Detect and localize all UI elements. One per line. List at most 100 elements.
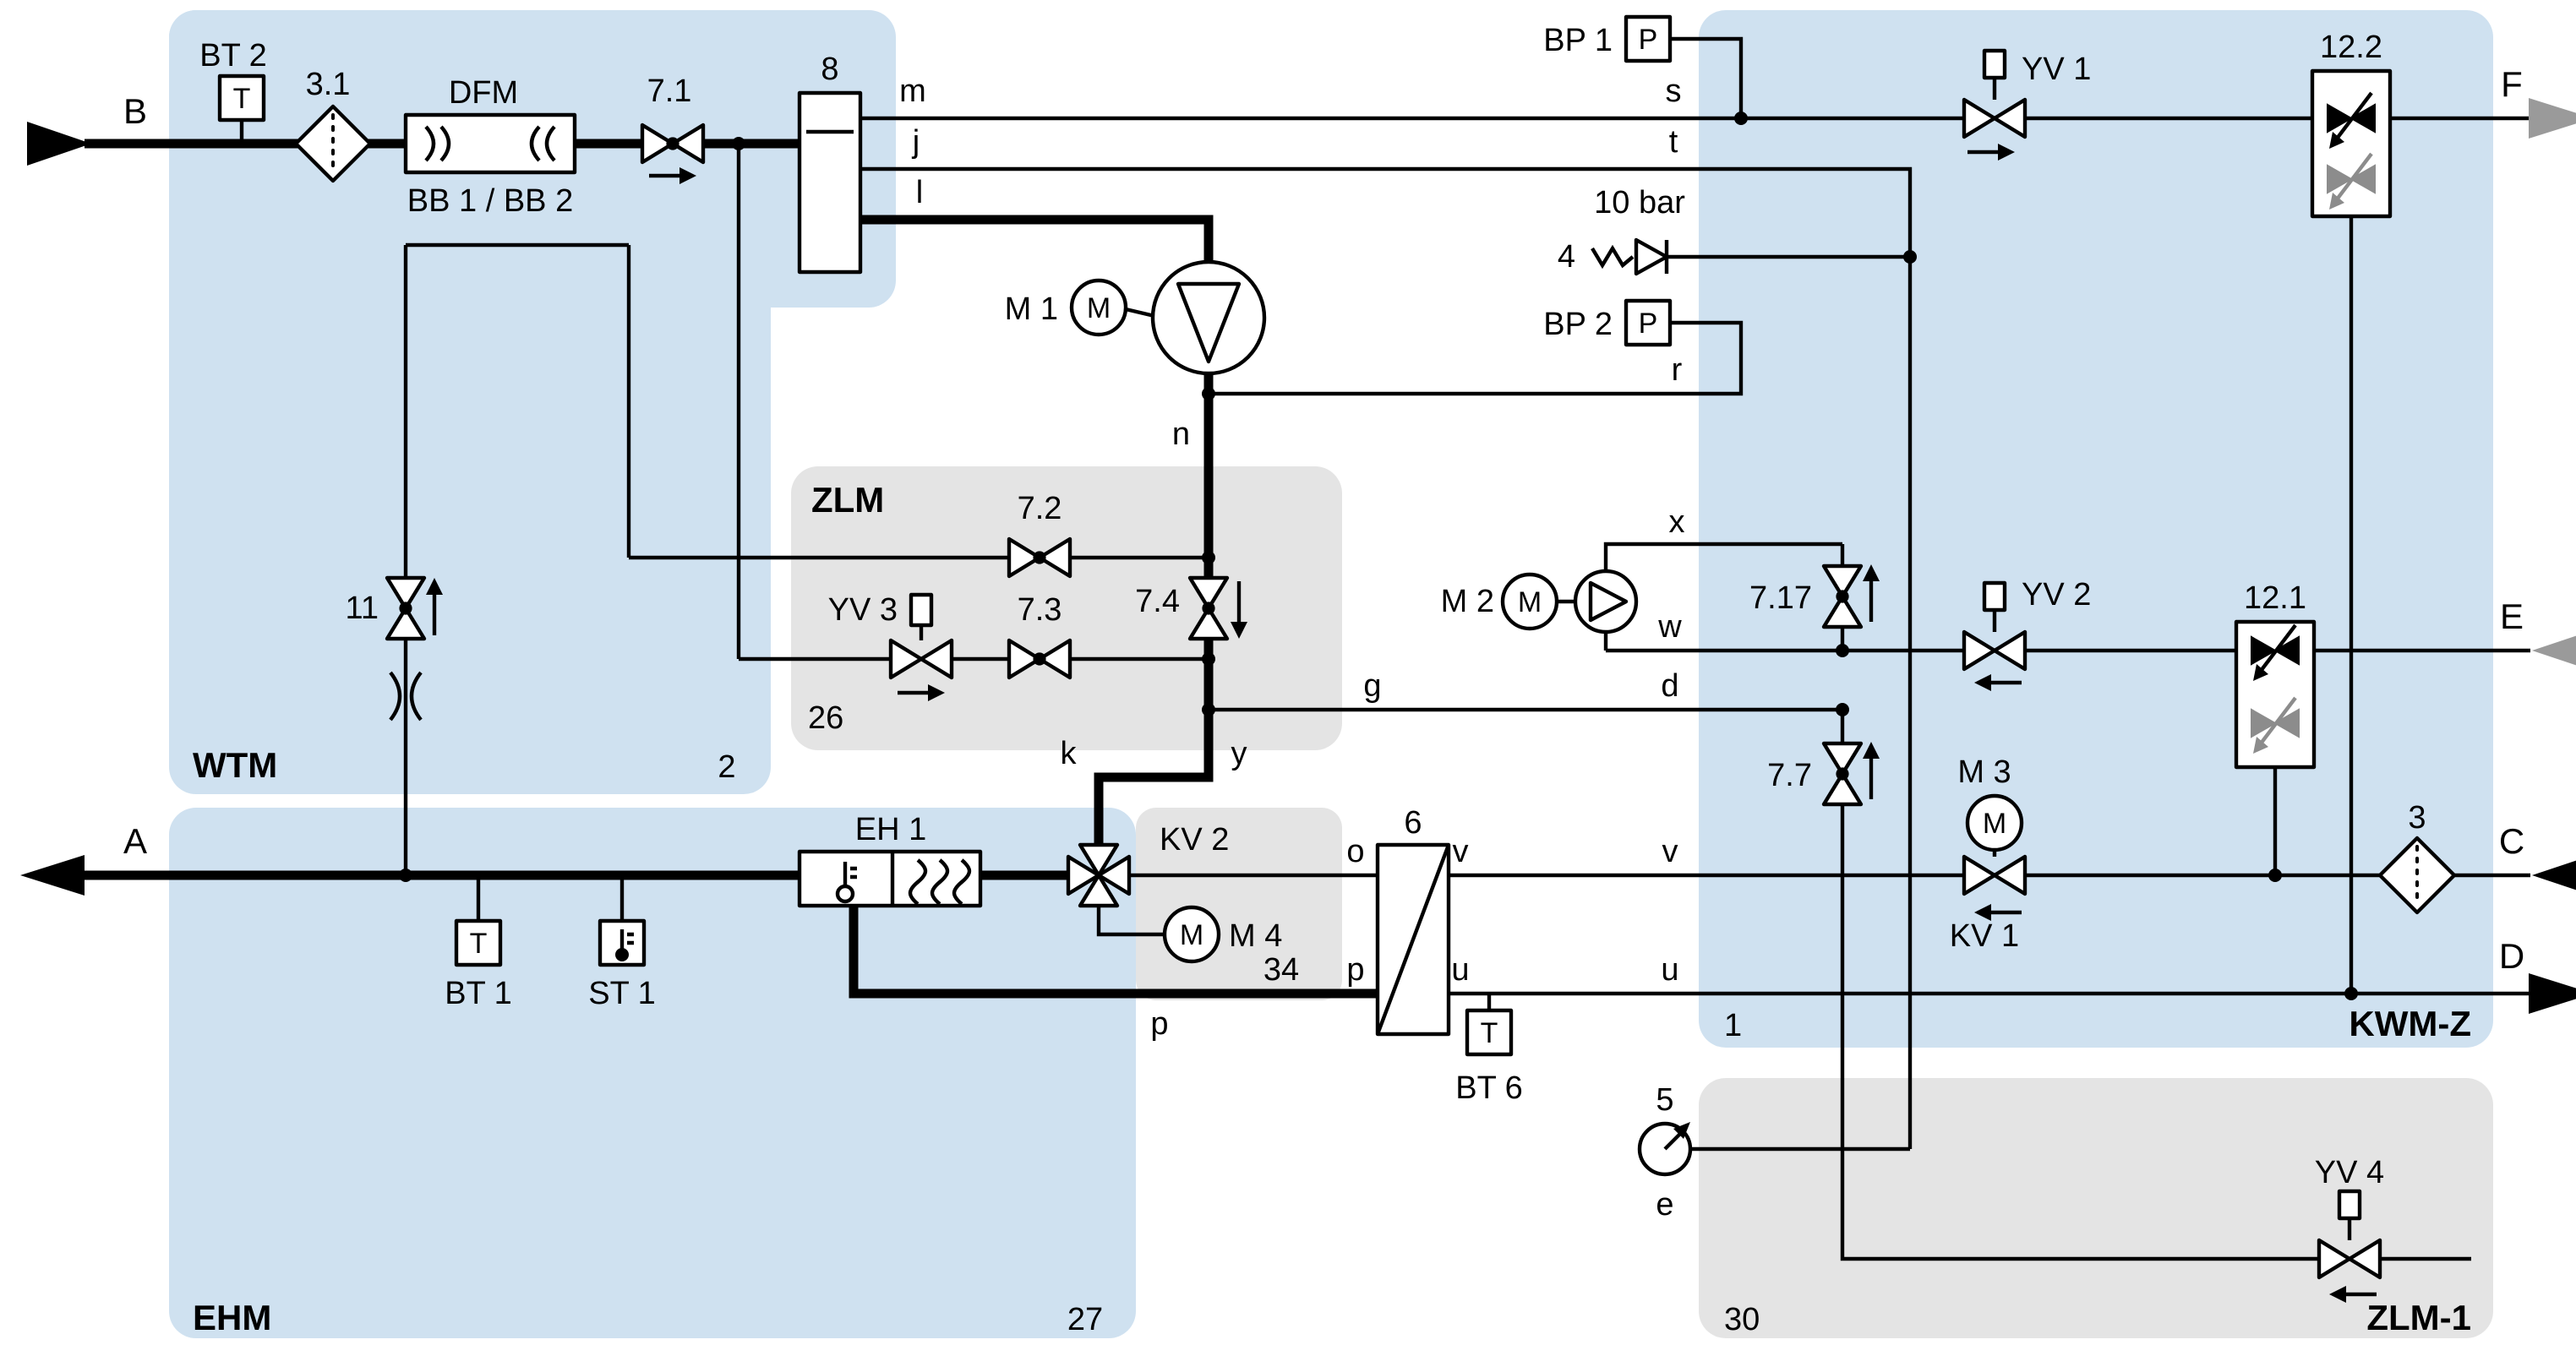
bp2-box	[1624, 298, 1673, 347]
filter-31-label: 3.1	[306, 67, 351, 102]
valve-11-ball	[399, 602, 412, 615]
yv4-label: YV 4	[2315, 1155, 2384, 1190]
st1-label: ST 1	[588, 976, 656, 1011]
block-121-arrow-black-head	[2253, 664, 2268, 681]
valve-block-121	[2234, 619, 2317, 770]
yv3-solenoid-icon	[909, 592, 934, 628]
bp1-label: BP 1	[1543, 23, 1613, 58]
ehm-region-number: 27	[1067, 1302, 1103, 1337]
line-e-label: e	[1656, 1187, 1673, 1222]
line-s-label: s	[1666, 74, 1682, 109]
yv2-solenoid-icon	[1982, 580, 2007, 613]
line-x-label: x	[1669, 504, 1685, 540]
junction	[399, 869, 412, 882]
block-122-arrow-black-head	[2329, 132, 2344, 149]
valve-717-body	[1821, 594, 1864, 629]
pipe-r-bp2	[1209, 320, 1744, 396]
yv1-body	[1992, 97, 2028, 139]
eh1-label: EH 1	[855, 812, 926, 847]
vessel-8	[797, 90, 863, 275]
valve-11-flow-arrow-head	[426, 578, 443, 595]
line-k-label: k	[1061, 736, 1078, 771]
yv4-body	[2347, 1238, 2382, 1280]
block-121-label: 12.1	[2244, 580, 2306, 616]
valve-71-body	[640, 123, 675, 165]
line-r-label: r	[1672, 352, 1683, 388]
block-121-arrow-gray-head	[2253, 737, 2268, 754]
junction	[1836, 644, 1849, 657]
block-121-arrow-black	[2257, 623, 2297, 676]
valve-72-label: 7.2	[1018, 491, 1062, 526]
port-b-label: B	[123, 91, 147, 131]
m2-motor-letter: M	[1518, 586, 1542, 618]
bp1-box	[1624, 14, 1673, 63]
wtm-region-label: WTM	[193, 745, 277, 785]
bb12-label: BB 1 / BB 2	[407, 183, 573, 219]
gauge-5	[1637, 1121, 1693, 1177]
m4-label: M 4	[1229, 918, 1282, 954]
zlm-region-number: 26	[808, 700, 843, 736]
dfm-label: DFM	[449, 75, 518, 111]
junction	[2268, 869, 2282, 882]
sensor-bt2: T	[217, 74, 266, 123]
bt6-box	[1465, 1008, 1514, 1057]
m4-motor-letter: M	[1180, 919, 1203, 951]
flowmeter-dfm	[403, 112, 577, 175]
valve-71-ball	[666, 137, 679, 150]
kv1-body	[1992, 854, 2028, 896]
block-122-valve-black	[2327, 103, 2354, 133]
valve-77-body	[1821, 771, 1864, 807]
kwmz-region-label: KWM-Z	[2349, 1004, 2471, 1043]
block-122-valve-gray	[2349, 164, 2376, 194]
kv2-region-label: KV 2	[1160, 822, 1229, 858]
valve-73	[1007, 638, 1072, 680]
relief-valve-4	[1591, 237, 1669, 276]
valve-yv1	[1962, 48, 2028, 161]
kv2-region-number: 34	[1263, 952, 1299, 988]
valve-73-body	[1037, 638, 1072, 680]
pipe-j-t-vertical	[860, 166, 1913, 1149]
line-o-label: o	[1346, 834, 1364, 869]
valve-77-body	[1821, 741, 1864, 776]
valve-77-label: 7.7	[1767, 758, 1812, 793]
valve-77	[1821, 741, 1880, 807]
bp1-letter: P	[1639, 24, 1658, 56]
vessel-8-body	[797, 90, 863, 275]
relief-setting-label: 10 bar	[1594, 185, 1685, 221]
m2-pump-triangle	[1588, 580, 1629, 623]
st1-thermometer-bulb	[615, 948, 629, 961]
mixing-valve-kv2: M	[1066, 842, 1221, 964]
valve-74-flow-arrow-head	[1231, 622, 1247, 639]
line-m-label: m	[899, 74, 926, 109]
line-y-label: y	[1231, 736, 1247, 771]
wtm-region-main	[169, 10, 771, 794]
block-121-box	[2234, 619, 2317, 770]
zlm1-region-label: ZLM-1	[2366, 1298, 2471, 1337]
yv2-body	[1962, 629, 1997, 672]
vessel-8-label: 8	[821, 52, 838, 87]
separator-6-label: 6	[1404, 805, 1422, 841]
port-a-label: A	[123, 821, 147, 861]
yv4-flow-arrow-head	[2329, 1286, 2346, 1303]
module-regions	[169, 10, 2493, 1338]
m4-motor-circle	[1162, 905, 1221, 964]
zlm-region-label: ZLM	[811, 480, 884, 520]
valve-73-body	[1007, 638, 1042, 680]
bt1-letter: T	[470, 928, 488, 960]
pipe-n-k-to-mixvalve	[1094, 373, 1214, 852]
wtm-region-number: 2	[718, 749, 735, 785]
line-l-label: l	[916, 175, 923, 210]
junction	[1202, 652, 1215, 666]
valve-717	[1821, 564, 1880, 629]
valve-yv3	[888, 592, 954, 701]
kwmz-region	[1699, 10, 2493, 1048]
yv4-body	[2317, 1238, 2352, 1280]
relief-valve-body	[1634, 237, 1669, 276]
bt2-letter: T	[233, 83, 251, 115]
pipe-bp1	[1670, 36, 1744, 118]
valve-11	[385, 575, 443, 722]
valve-11-label: 11	[346, 591, 379, 626]
valve-717-ball	[1836, 590, 1849, 603]
kv1-label: KV 1	[1950, 918, 2019, 954]
